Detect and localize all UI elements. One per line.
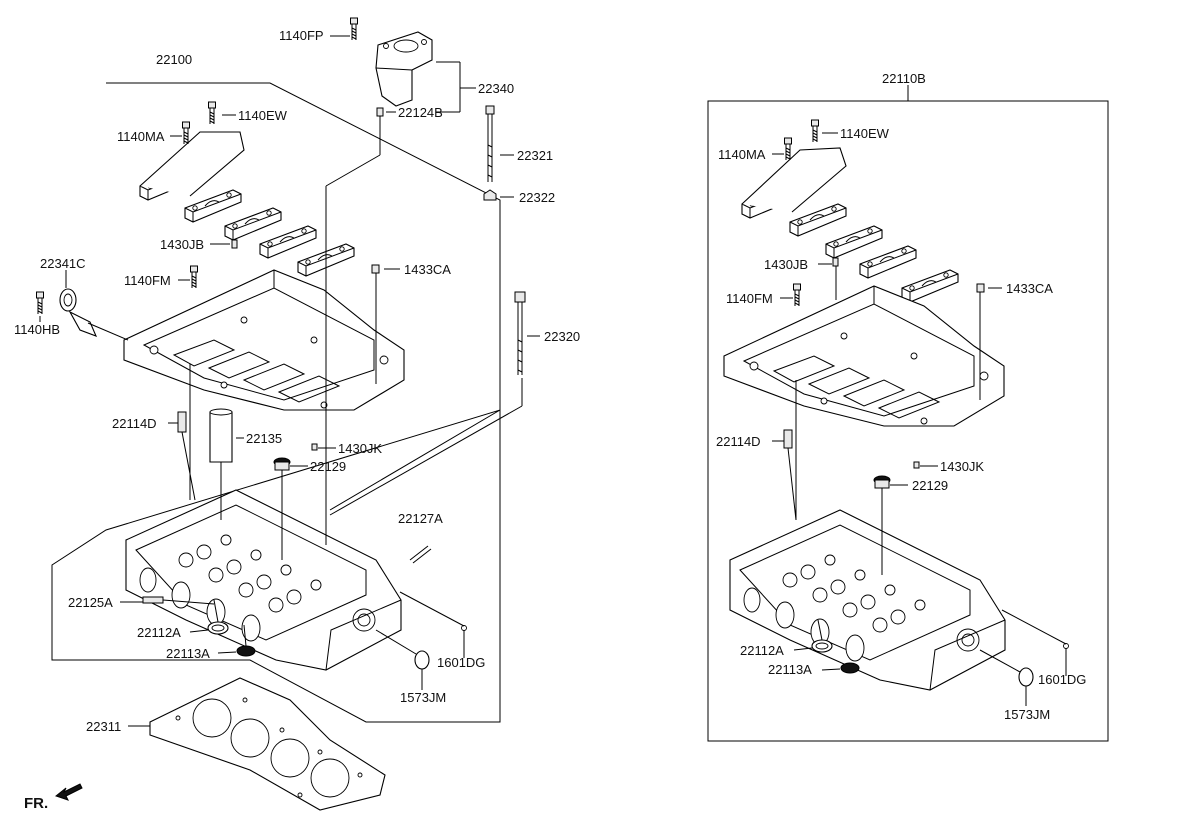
cylinder-head	[125, 489, 402, 671]
callout-1430JB: 1430JB	[160, 237, 204, 252]
bolt-1140HB	[36, 291, 44, 315]
callout-22311: 22311	[86, 719, 121, 734]
right-callout-1433CA: 1433CA	[1006, 281, 1053, 296]
right-guide-22114D	[783, 429, 793, 449]
right-dowel-1433CA	[976, 283, 985, 293]
callout-1433CA: 1433CA	[404, 262, 451, 277]
callout-22124B: 22124B	[398, 105, 443, 120]
right-callout-22113A: 22113A	[768, 662, 812, 677]
callout-1140FM: 1140FM	[124, 273, 171, 288]
right-callout-22114D: 22114D	[716, 434, 761, 449]
washer-22322	[483, 189, 497, 201]
bearing-cap-2	[184, 189, 242, 223]
left-assembly: 22100 1140FP 22340 22124B 1140EW 1140MA …	[14, 17, 580, 811]
callout-1140HB: 1140HB	[14, 322, 60, 337]
right-callout-22112A: 22112A	[740, 643, 784, 658]
seal-1573JM	[414, 650, 430, 670]
right-callout-1140FM: 1140FM	[726, 291, 773, 306]
callout-1140FP: 1140FP	[279, 28, 324, 43]
right-bearing-cap-3	[825, 225, 883, 259]
callout-22340: 22340	[478, 81, 514, 96]
bolt-22320	[514, 291, 526, 375]
front-indicator-label: FR.	[24, 795, 48, 812]
group-label-22110B: 22110B	[882, 71, 926, 86]
ball-1601DG	[461, 625, 467, 631]
right-callout-1430JB: 1430JB	[764, 257, 808, 272]
pin-1430JK	[311, 443, 318, 451]
bearing-cap-4	[259, 225, 317, 259]
guide-22114D	[177, 411, 187, 433]
front-cap	[139, 131, 245, 197]
callout-22113A: 22113A	[166, 646, 210, 661]
right-callout-1601DG: 1601DG	[1038, 672, 1086, 687]
right-bearing-cap-5	[901, 269, 959, 303]
front-indicator: FR.	[24, 783, 83, 812]
right-bearing-cap-2	[789, 203, 847, 237]
right-callout-1573JM: 1573JM	[1004, 707, 1050, 722]
right-seal-1573JM	[1018, 667, 1034, 687]
callout-22114D: 22114D	[112, 416, 157, 431]
callout-22112A: 22112A	[137, 625, 181, 640]
callout-1140EW: 1140EW	[238, 108, 288, 123]
callout-22320: 22320	[544, 329, 580, 344]
bolt-1140MA	[182, 121, 190, 145]
dowel-1433CA	[371, 264, 380, 274]
head-gasket-22311	[149, 677, 386, 811]
callout-22322: 22322	[519, 190, 555, 205]
pin-22125A	[142, 596, 164, 604]
callout-1601DG: 1601DG	[437, 655, 485, 670]
plug-22129	[273, 457, 291, 471]
right-bolt-1140MA	[784, 137, 792, 161]
right-callout-1140MA: 1140MA	[718, 147, 766, 162]
bolt-1140FM	[190, 265, 198, 289]
left-group-outline	[51, 82, 501, 723]
seal-22113A	[236, 645, 256, 657]
right-bolt-1140EW	[811, 119, 819, 143]
right-pin-1430JB	[832, 257, 839, 267]
right-plug-22129	[873, 475, 891, 489]
left-leader-lines	[39, 35, 540, 727]
dowel-22124B	[376, 107, 384, 117]
right-bolt-1140FM	[793, 283, 801, 307]
right-leader-lines	[772, 132, 1067, 706]
callout-22127A: 22127A	[398, 511, 443, 526]
callout-22341C: 22341C	[40, 256, 86, 271]
callout-22129: 22129	[310, 459, 346, 474]
callout-22321: 22321	[517, 148, 553, 163]
cover-22341C	[59, 288, 98, 337]
right-pin-1430JK	[913, 461, 920, 469]
cam-carrier	[123, 269, 405, 411]
bolt-1140EW	[208, 101, 216, 125]
callout-22135: 22135	[246, 431, 282, 446]
bearing-cap-3	[224, 207, 282, 241]
right-callout-22129: 22129	[912, 478, 948, 493]
callout-22125A: 22125A	[68, 595, 113, 610]
right-front-cap	[741, 147, 847, 213]
bolt-22321	[485, 105, 495, 182]
oil-housing-22340	[375, 31, 433, 107]
stud-22127A	[409, 545, 432, 564]
bolt-1140FP	[350, 17, 358, 41]
right-callout-1140EW: 1140EW	[840, 126, 890, 141]
front-arrow-icon	[54, 783, 83, 801]
callout-1140MA: 1140MA	[117, 129, 165, 144]
right-cam-carrier	[723, 285, 1005, 427]
sleeve-22135	[209, 411, 233, 463]
group-label-22100: 22100	[156, 52, 192, 67]
callout-1430JK: 1430JK	[338, 441, 382, 456]
right-ball-1601DG	[1063, 643, 1069, 649]
right-assembly: 22110B 1140EW 1140MA 1430JB 1433CA 1140F…	[707, 71, 1109, 742]
right-callout-1430JK: 1430JK	[940, 459, 984, 474]
callout-1573JM: 1573JM	[400, 690, 446, 705]
right-seal-22113A	[840, 662, 860, 674]
right-bearing-cap-4	[859, 245, 917, 279]
pin-1430JB	[231, 239, 238, 249]
